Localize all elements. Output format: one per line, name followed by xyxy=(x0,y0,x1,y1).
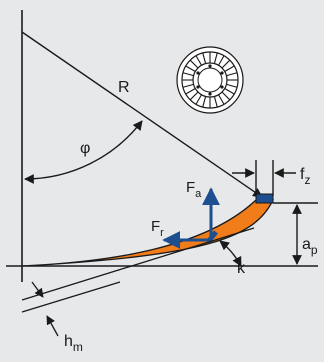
angle-phi-label: φ xyxy=(80,140,90,157)
chip-thickness-arrow-bottom xyxy=(46,315,59,337)
lead-angle-label: κ xyxy=(237,260,246,277)
depth-label: ap xyxy=(302,236,318,257)
feed-label: fz xyxy=(300,166,310,187)
angle-phi-arc xyxy=(24,120,143,184)
chip-thickness-line xyxy=(21,281,121,313)
lead-angle-arc xyxy=(219,240,242,267)
chip-thickness-arrow-top xyxy=(31,281,44,298)
radius-line xyxy=(21,31,263,198)
radial-force-label: Fr xyxy=(151,218,164,239)
cutting-edge-tangent xyxy=(21,227,255,301)
radius-label: R xyxy=(118,79,130,96)
milling-cutter-icon xyxy=(176,46,244,114)
axial-force-label: Fa xyxy=(186,179,202,200)
chip-thickness-label: hm xyxy=(64,333,83,354)
cutting-insert xyxy=(255,193,274,204)
